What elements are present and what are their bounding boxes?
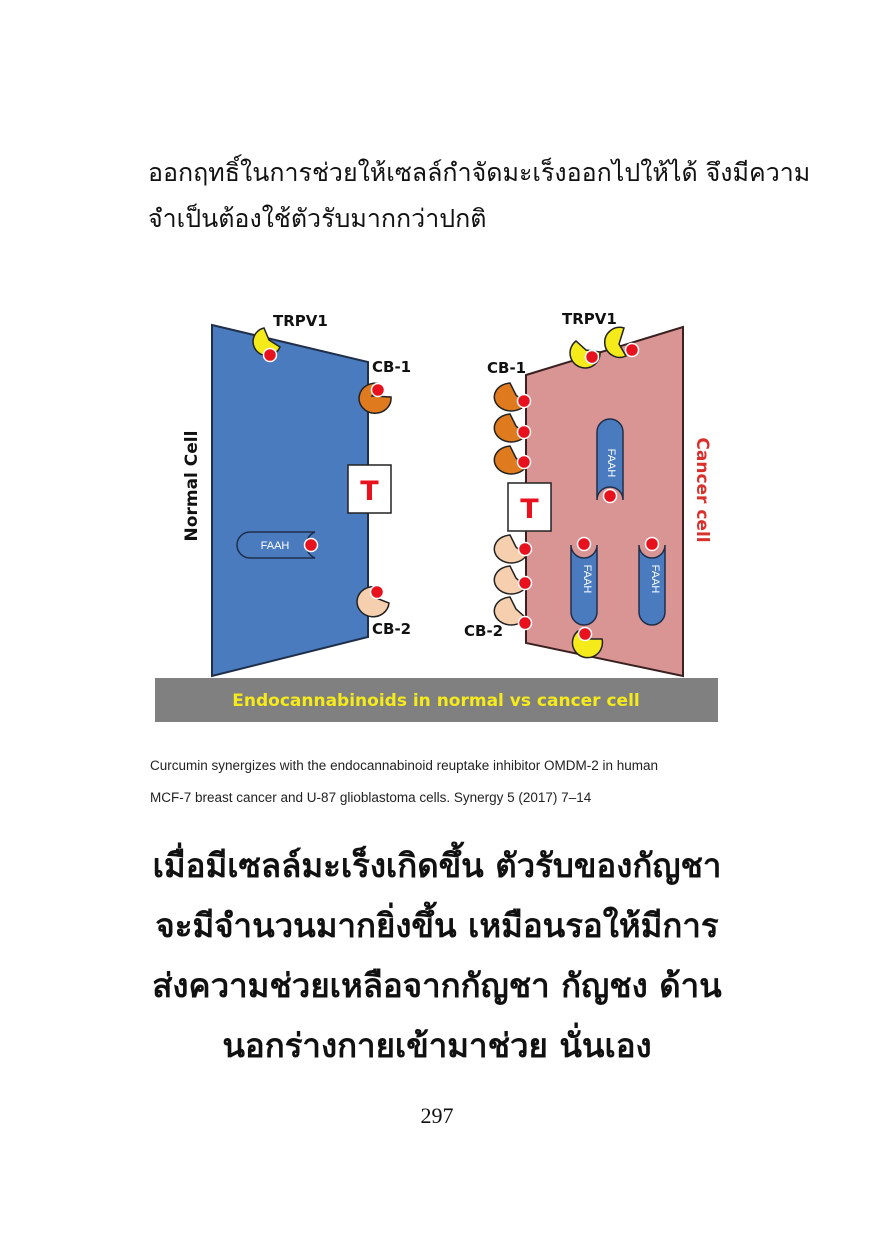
transporter-cancer: T <box>507 482 552 532</box>
figure-banner <box>155 678 718 722</box>
intro-line: จำเป็นต้องใช้ตัวรับมากกว่าปกติ <box>148 204 487 233</box>
cb1-label-normal: CB-1 <box>372 358 411 376</box>
headline-line: นอกร่างกายเข้ามาช่วย นั่นเอง <box>222 1026 652 1065</box>
trpv1-receptor-cancer <box>569 340 601 369</box>
headline-line: เมื่อมีเซลล์มะเร็งเกิดขึ้น ตัวรับของกัญช… <box>152 846 722 885</box>
faah-enzyme-cancer: FAAH <box>638 536 666 626</box>
figure-banner-text: Endocannabinoids in normal vs cancer cel… <box>232 691 640 711</box>
transporter-normal: T <box>347 464 392 514</box>
page-number: 297 <box>420 1103 454 1128</box>
headline-line: จะมีจำนวนมากยิ่งขึ้น เหมือนรอให้มีการ <box>155 906 719 945</box>
transporter-label: T <box>360 476 379 507</box>
cb2-receptor-normal <box>356 584 390 618</box>
faah-label: FAAH <box>261 540 290 552</box>
cb1-receptor-cancer <box>493 413 532 443</box>
normal-cell-label: Normal Cell <box>182 431 202 542</box>
cb1-receptor-cancer <box>493 445 532 475</box>
cb2-receptor-cancer <box>493 596 533 631</box>
headline-line: ส่งความช่วยเหลือจากกัญชา กัญชง ด้าน <box>152 966 722 1005</box>
endocannabinoid-figure: Normal Cell Cancer cell TRPV1 TRPV1 CB-1… <box>155 310 718 722</box>
trpv1-label-cancer: TRPV1 <box>562 310 617 328</box>
faah-label: FAAH <box>605 449 617 478</box>
normal-cell-body <box>211 323 369 678</box>
trpv1-receptor-cancer <box>604 326 640 359</box>
faah-label: FAAH <box>581 565 593 594</box>
faah-enzyme-normal: FAAH <box>236 531 319 559</box>
transporter-label: T <box>520 494 539 525</box>
cb1-label-cancer: CB-1 <box>487 359 526 377</box>
headline: เมื่อมีเซลล์มะเร็งเกิดขึ้น ตัวรับของกัญช… <box>0 836 874 1076</box>
cb2-receptor-cancer <box>493 534 533 564</box>
trpv1-receptor-normal <box>252 327 281 363</box>
cb2-receptor-cancer <box>493 565 533 595</box>
caption-line: Curcumin synergizes with the endocannabi… <box>150 758 659 773</box>
trpv1-receptor-cancer <box>571 626 604 659</box>
figure-caption: Curcumin synergizes with the endocannabi… <box>150 750 750 814</box>
intro-line: ออกฤทธิ์ในการช่วยให้เซลล์กำจัดมะเร็งออกไ… <box>148 158 811 187</box>
trpv1-label-normal: TRPV1 <box>273 312 328 330</box>
cb2-label-cancer: CB-2 <box>464 622 503 640</box>
cb2-label-normal: CB-2 <box>372 620 411 638</box>
faah-enzyme-cancer: FAAH <box>596 418 624 504</box>
intro-paragraph: ออกฤทธิ์ในการช่วยให้เซลล์กำจัดมะเร็งออกไ… <box>148 150 811 242</box>
cb1-receptor-cancer <box>493 382 532 412</box>
faah-label: FAAH <box>649 565 661 594</box>
faah-enzyme-cancer: FAAH <box>570 536 598 626</box>
caption-line: MCF-7 breast cancer and U-87 glioblastom… <box>150 790 592 805</box>
cb1-receptor-normal <box>358 382 392 415</box>
cancer-cell-label: Cancer cell <box>692 437 712 542</box>
